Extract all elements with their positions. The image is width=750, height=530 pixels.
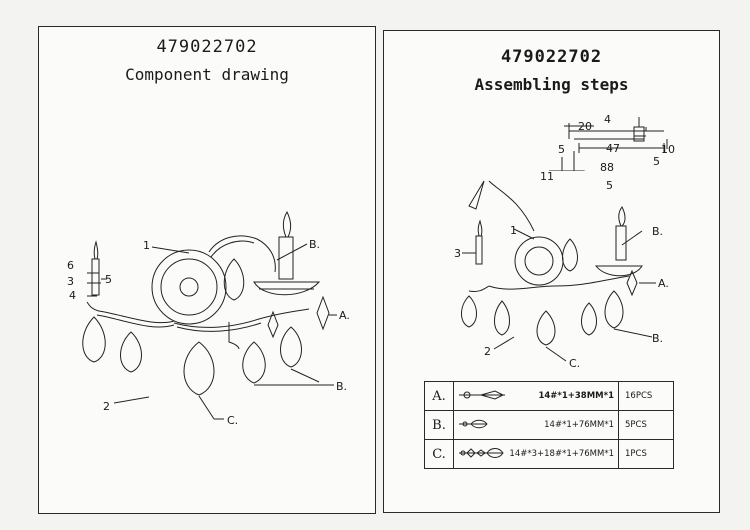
left-subtitle: Component drawing: [125, 65, 289, 84]
callout-a: A.: [339, 309, 350, 322]
callout-6: 6: [67, 259, 74, 272]
table-row: B. 14#*1+76MM*1 5PCS: [424, 410, 674, 440]
right-model-number: 479022702: [500, 47, 603, 67]
table-row: C. 14#*3+18#*1+76MM*1 1PCS: [424, 439, 674, 469]
dim-20: 20: [578, 120, 592, 133]
callout-b-top: B.: [652, 225, 663, 238]
arm-top: [208, 235, 276, 273]
callout-2: 2: [484, 345, 491, 358]
dim-4: 4: [604, 113, 611, 126]
left-callouts: 1 6 3 5 4 B. A. 2 B. C.: [67, 238, 350, 427]
row-spec: 14#*3+18#*1+76MM*1: [453, 439, 619, 469]
row-spec: 14#*1+38MM*1: [453, 381, 619, 411]
assembly-drawing: [461, 180, 656, 362]
parts-table: A. 14#*1+38MM*1 16PCS B. 14#*1+76MM*1 5P…: [424, 381, 674, 469]
row-spec: 14#*1+76MM*1: [453, 410, 619, 440]
dim-5c: 5: [606, 179, 613, 192]
component-drawing-panel: 479022702 Component drawing: [38, 26, 376, 514]
row-qty: 5PCS: [618, 410, 674, 440]
callout-1: 1: [143, 239, 150, 252]
callout-b-bottom: B.: [336, 380, 347, 393]
callout-3: 3: [454, 247, 461, 260]
callout-1: 1: [510, 224, 517, 237]
left-model-number: 479022702: [156, 37, 258, 57]
row-key: C.: [424, 439, 454, 469]
callout-4: 4: [69, 289, 76, 302]
right-callouts: 1 3 B. A. 2 B. C.: [454, 224, 669, 370]
candle-left: [91, 258, 100, 296]
spec-text: 14#*1+76MM*1: [544, 420, 614, 430]
crystal-b-icon: [459, 419, 488, 429]
dim-5b: 5: [653, 155, 660, 168]
row-key: B.: [424, 410, 454, 440]
dim-47: 47: [606, 142, 620, 155]
back-plate: [151, 249, 227, 325]
dim-5a: 5: [558, 143, 565, 156]
row-qty: 16PCS: [618, 381, 674, 411]
spec-text: 14#*3+18#*1+76MM*1: [509, 449, 614, 459]
callout-c: C.: [569, 357, 580, 370]
callout-3: 3: [67, 275, 74, 288]
crystal-a-icon: [459, 390, 505, 400]
crystal-c-icon: [459, 448, 504, 458]
dim-88: 88: [600, 161, 614, 174]
assembling-steps-panel: 479022702 Assembling steps 20 4 5 47 10 …: [383, 30, 720, 513]
dimension-drawing: [549, 117, 668, 171]
component-drawing: [82, 210, 337, 420]
callout-b-top: B.: [309, 238, 320, 251]
callout-a: A.: [658, 277, 669, 290]
row-qty: 1PCS: [618, 439, 674, 469]
arm-center: [173, 308, 310, 328]
arm-left: [86, 301, 175, 324]
callout-5: 5: [105, 273, 112, 286]
table-row: A. 14#*1+38MM*1 16PCS: [424, 381, 674, 411]
right-dimension-labels: 20 4 5 47 10 88 5 11 5: [540, 113, 675, 192]
spec-text: 14#*1+38MM*1: [538, 391, 614, 401]
dim-11: 11: [540, 170, 554, 183]
row-key: A.: [424, 381, 454, 411]
crystal-drops: [82, 258, 330, 396]
dim-10: 10: [661, 143, 675, 156]
crystal-drops: [461, 269, 638, 346]
callout-2: 2: [103, 400, 110, 413]
callout-b-bottom: B.: [652, 332, 663, 345]
callout-c: C.: [227, 414, 238, 427]
right-subtitle: Assembling steps: [474, 75, 629, 94]
